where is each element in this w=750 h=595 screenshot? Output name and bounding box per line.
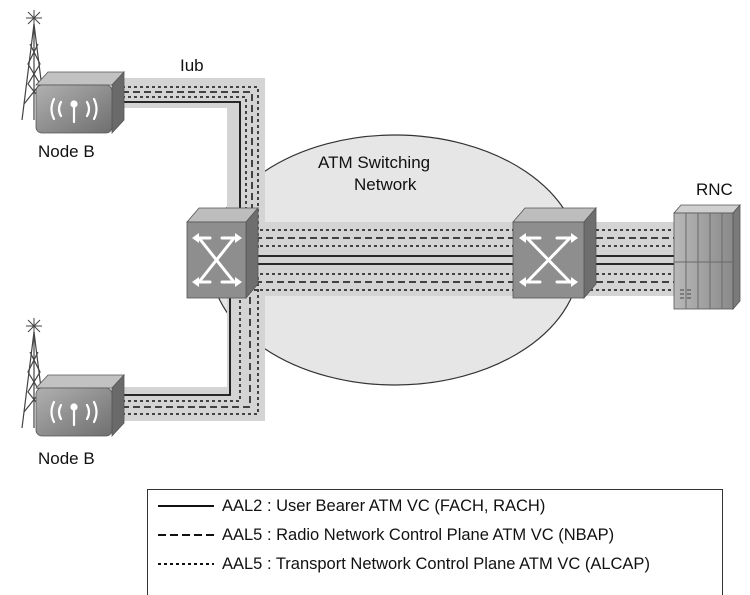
legend-item-aal2: AAL2 : User Bearer ATM VC (FACH, RACH): [158, 496, 545, 516]
rnc-label: RNC: [696, 180, 733, 199]
atm-network-label-line2: Network: [354, 175, 417, 194]
atm-switch-right-icon: [512, 206, 597, 300]
legend-item-aal5-alcap: AAL5 : Transport Network Control Plane A…: [158, 554, 650, 574]
atm-network-label-line1: ATM Switching: [318, 153, 431, 172]
trunk-bands: [122, 78, 690, 421]
vc-lines-bottom: [122, 262, 259, 415]
dotted-line-swatch-icon: [158, 563, 214, 565]
legend-item-aal5-nbap: AAL5 : Radio Network Control Plane ATM V…: [158, 525, 614, 545]
node-b-top-icon: [35, 70, 125, 135]
node-b-bottom-icon: [35, 373, 125, 438]
dashed-line-swatch-icon: [158, 534, 214, 536]
legend-text-aal5-alcap: AAL5 : Transport Network Control Plane A…: [222, 554, 650, 573]
iub-label: Iub: [180, 56, 204, 75]
node-b-top-label: Node B: [38, 142, 95, 161]
legend-text-aal5-nbap: AAL5 : Radio Network Control Plane ATM V…: [222, 525, 615, 544]
rnc-rack-icon: [673, 203, 741, 311]
legend-text-aal2: AAL2 : User Bearer ATM VC (FACH, RACH): [222, 496, 546, 515]
vc-lines-horizontal: [200, 229, 690, 291]
antenna-tower-top-icon: [21, 10, 47, 121]
solid-line-swatch-icon: [158, 505, 214, 507]
node-b-bottom-label: Node B: [38, 449, 95, 468]
atm-switch-left-icon: [186, 206, 259, 300]
legend: AAL2 : User Bearer ATM VC (FACH, RACH) A…: [147, 489, 723, 595]
